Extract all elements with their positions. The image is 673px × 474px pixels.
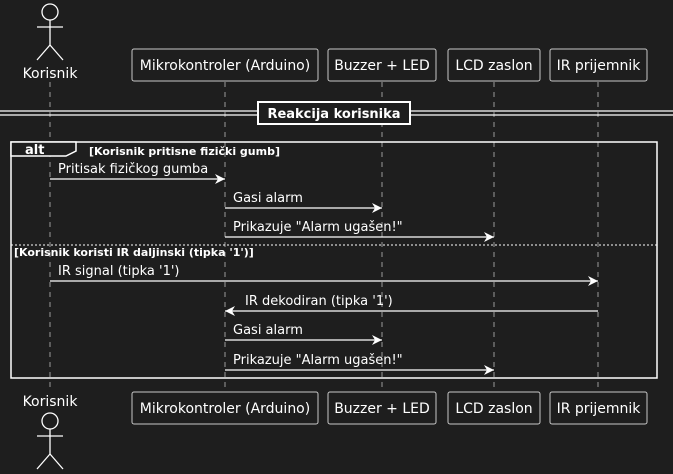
divider-box — [257, 101, 411, 125]
participant-label-bottom-mcu: Mikrokontroler (Arduino) — [140, 401, 310, 417]
participant-box-bottom-ir — [549, 391, 648, 425]
divider-label: Reakcija korisnika — [267, 107, 400, 122]
actor-right-leg — [49, 44, 64, 61]
actor-head — [41, 412, 59, 430]
actor-right-leg — [49, 453, 64, 470]
participant-label-bottom-ir: IR prijemnik — [557, 401, 642, 417]
message-label: Pritisak fizičkog gumba — [58, 162, 208, 177]
participant-box-top-lcd — [447, 48, 541, 82]
message-label: IR signal (tipka '1') — [58, 264, 180, 279]
message-label: Prikazuje "Alarm ugašen!" — [233, 220, 403, 235]
participant-box-top-ir — [549, 48, 648, 82]
participant-label-top-ir: IR prijemnik — [557, 58, 642, 74]
participant-label-top-lcd: LCD zaslon — [455, 58, 532, 74]
alt-keyword: alt — [25, 143, 44, 158]
message-label: Prikazuje "Alarm ugašen!" — [233, 353, 403, 368]
actor-left-leg — [36, 44, 51, 61]
participant-label-top-mcu: Mikrokontroler (Arduino) — [140, 58, 310, 74]
message-label: Gasi alarm — [233, 323, 303, 338]
participant-label-bottom-lcd: LCD zaslon — [455, 401, 532, 417]
alt-frame — [10, 141, 658, 379]
actor-head — [41, 3, 59, 21]
actor-left-leg — [36, 453, 51, 470]
participant-box-bottom-mcu — [131, 391, 319, 425]
participant-label-top-buzzer: Buzzer + LED — [334, 58, 430, 74]
participant-box-bottom-lcd — [447, 391, 541, 425]
message-label: IR dekodiran (tipka '1') — [245, 294, 393, 309]
alt-guard-2: [Korisnik koristi IR daljinski (tipka '1… — [14, 246, 254, 259]
participant-label-bottom-user: Korisnik — [23, 394, 79, 410]
message-label: Gasi alarm — [233, 191, 303, 206]
alt-guard-1: [Korisnik pritisne fizički gumb] — [89, 145, 280, 158]
participant-label-bottom-buzzer: Buzzer + LED — [334, 401, 430, 417]
participant-box-top-buzzer — [327, 48, 437, 82]
participant-label-top-user: Korisnik — [23, 66, 79, 82]
participant-box-bottom-buzzer — [327, 391, 437, 425]
participant-box-top-mcu — [131, 48, 319, 82]
actor-figure-top — [36, 3, 64, 61]
alt-tab — [10, 141, 77, 157]
actor-figure-bottom — [36, 412, 64, 470]
